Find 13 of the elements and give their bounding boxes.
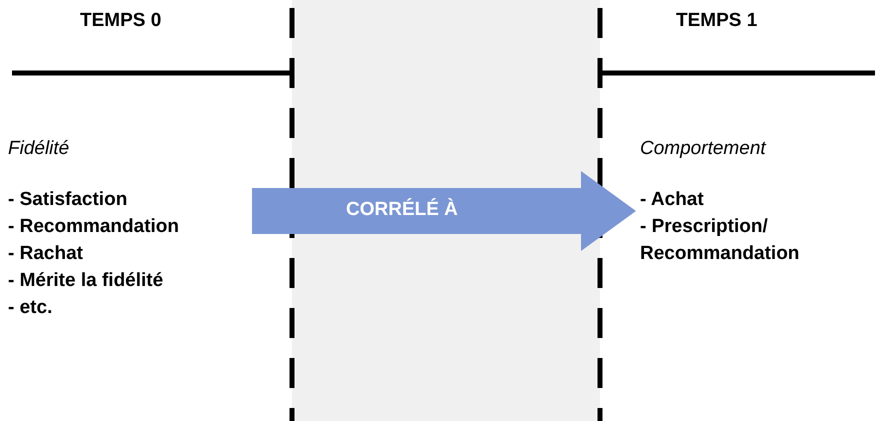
list-item: - Mérite la fidélité — [8, 269, 164, 293]
list-item: - Recommandation — [8, 215, 180, 239]
list-item: - Prescription/ Recommandation — [640, 215, 800, 266]
list-item: - Satisfaction — [8, 188, 128, 212]
list-item: - Achat — [640, 188, 705, 212]
heading-text: Fidélité — [8, 137, 70, 161]
block-arrow — [252, 171, 636, 251]
time-heading: TEMPS 1 — [676, 10, 758, 32]
time-heading: TEMPS 0 — [80, 10, 162, 32]
edge-label: CORRÉLÉ À — [346, 199, 458, 221]
heading-text: Comportement — [640, 137, 768, 161]
list-item: - etc. — [8, 296, 54, 320]
list-item: - Rachat — [8, 242, 84, 266]
